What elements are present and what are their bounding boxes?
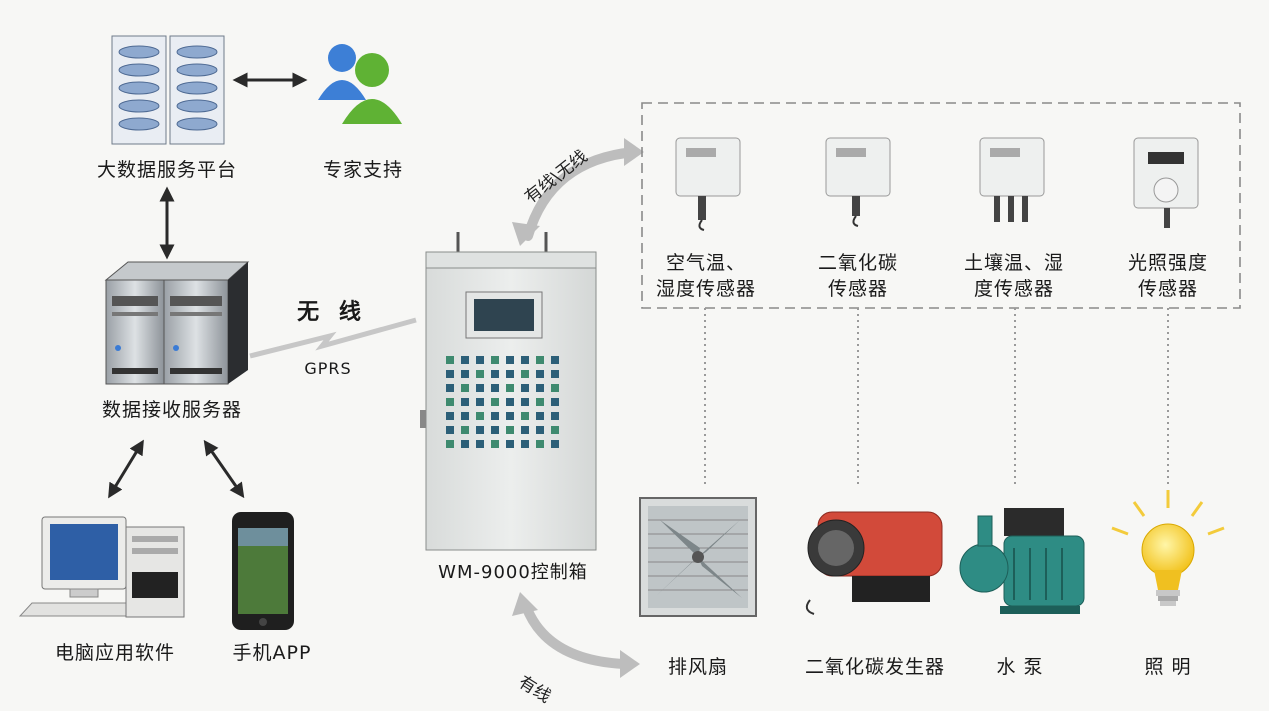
actuator-label-light: 照 明 bbox=[1144, 656, 1192, 678]
light-intensity-sensor-icon bbox=[1133, 137, 1199, 228]
cabinet-button bbox=[461, 426, 469, 434]
co2-generator-icon bbox=[805, 511, 943, 615]
cabinet-button bbox=[476, 370, 484, 378]
cabinet-button bbox=[536, 398, 544, 406]
wireless-label: 无 线 bbox=[297, 300, 367, 325]
big-data-platform-label: 大数据服务平台 bbox=[96, 159, 237, 181]
cabinet-button bbox=[506, 384, 514, 392]
cabinet-button bbox=[521, 412, 529, 420]
cabinet-button bbox=[491, 412, 499, 420]
actuator-link-arrow bbox=[521, 601, 629, 669]
cabinet-button bbox=[491, 384, 499, 392]
cabinet-button bbox=[461, 398, 469, 406]
control-box-label: WM-9000控制箱 bbox=[438, 562, 588, 583]
control-box-cabinet bbox=[420, 232, 597, 551]
cabinet-button bbox=[506, 398, 514, 406]
pc-software-label: 电脑应用软件 bbox=[54, 642, 175, 664]
actuator-label-fan: 排风扇 bbox=[667, 656, 728, 678]
soil-temp-humidity-sensor-icon bbox=[979, 137, 1045, 222]
cabinet-button bbox=[536, 384, 544, 392]
cabinet-button bbox=[521, 426, 529, 434]
expert-users-icon bbox=[318, 44, 402, 124]
cabinet-button bbox=[521, 384, 529, 392]
cabinet-button bbox=[461, 384, 469, 392]
cabinet-button bbox=[446, 384, 454, 392]
cabinet-button bbox=[476, 440, 484, 448]
exhaust-fan-icon bbox=[639, 497, 757, 617]
server-phone-arrow bbox=[203, 439, 245, 499]
co2-sensor-icon bbox=[825, 137, 891, 227]
server-icon bbox=[104, 261, 250, 385]
actuator-label-pump: 水 泵 bbox=[996, 656, 1044, 678]
cabinet-button bbox=[446, 370, 454, 378]
cabinet-button bbox=[476, 398, 484, 406]
server-pc-arrow bbox=[108, 439, 144, 499]
actuator-label-co2-generator: 二氧化碳发生器 bbox=[804, 656, 945, 678]
cabinet-button bbox=[551, 426, 559, 434]
cabinet-button bbox=[446, 398, 454, 406]
cabinet-button bbox=[551, 398, 559, 406]
cabinet-button bbox=[536, 356, 544, 364]
cabinet-button bbox=[491, 398, 499, 406]
cabinet-button bbox=[521, 440, 529, 448]
gprs-label: GPRS bbox=[304, 359, 352, 378]
mobile-app-label: 手机APP bbox=[232, 642, 312, 664]
cabinet-button bbox=[446, 356, 454, 364]
computer-icon bbox=[18, 516, 185, 618]
cabinet-button bbox=[551, 412, 559, 420]
cabinet-button bbox=[521, 356, 529, 364]
cabinet-button bbox=[536, 426, 544, 434]
light-bulb-icon bbox=[1111, 490, 1225, 606]
sensor-label-co2: 二氧化碳传感器 bbox=[817, 252, 898, 300]
cabinet-button bbox=[446, 412, 454, 420]
cabinet-button bbox=[506, 356, 514, 364]
cabinet-button bbox=[491, 370, 499, 378]
cabinet-button bbox=[551, 370, 559, 378]
cabinet-button bbox=[491, 356, 499, 364]
cabinet-button bbox=[476, 356, 484, 364]
cabinet-button bbox=[476, 412, 484, 420]
mobile-phone-icon bbox=[232, 512, 294, 630]
cabinet-button bbox=[506, 426, 514, 434]
sensor-label-light: 光照强度传感器 bbox=[1127, 252, 1208, 300]
sensor-actuator-connectors bbox=[704, 308, 1169, 486]
data-receive-server-label: 数据接收服务器 bbox=[101, 399, 242, 421]
cabinet-button bbox=[521, 370, 529, 378]
sensor-link-arrow bbox=[523, 147, 639, 241]
cabinet-button bbox=[506, 370, 514, 378]
cabinet-button bbox=[446, 426, 454, 434]
cabinet-button bbox=[521, 398, 529, 406]
cabinet-button bbox=[506, 412, 514, 420]
cabinet-button bbox=[536, 412, 544, 420]
cabinet-button bbox=[461, 370, 469, 378]
cabinet-button bbox=[551, 384, 559, 392]
cabinet-button bbox=[551, 356, 559, 364]
sensor-label-soil: 土壤温、湿度传感器 bbox=[963, 252, 1064, 300]
cabinet-button bbox=[536, 370, 544, 378]
cabinet-button bbox=[461, 356, 469, 364]
database-icon bbox=[111, 35, 225, 145]
water-pump-icon bbox=[959, 508, 1085, 614]
air-temp-humidity-sensor-icon bbox=[675, 137, 741, 231]
expert-support-label: 专家支持 bbox=[322, 159, 403, 181]
cabinet-button bbox=[461, 412, 469, 420]
cabinet-button bbox=[536, 440, 544, 448]
cabinet-button bbox=[491, 440, 499, 448]
cabinet-button bbox=[506, 440, 514, 448]
cabinet-button bbox=[476, 426, 484, 434]
cabinet-button bbox=[551, 440, 559, 448]
cabinet-button bbox=[491, 426, 499, 434]
sensor-label-air: 空气温、湿度传感器 bbox=[655, 252, 756, 300]
cabinet-button bbox=[446, 440, 454, 448]
cabinet-button bbox=[461, 440, 469, 448]
cabinet-button bbox=[476, 384, 484, 392]
wireless-link bbox=[249, 317, 417, 359]
